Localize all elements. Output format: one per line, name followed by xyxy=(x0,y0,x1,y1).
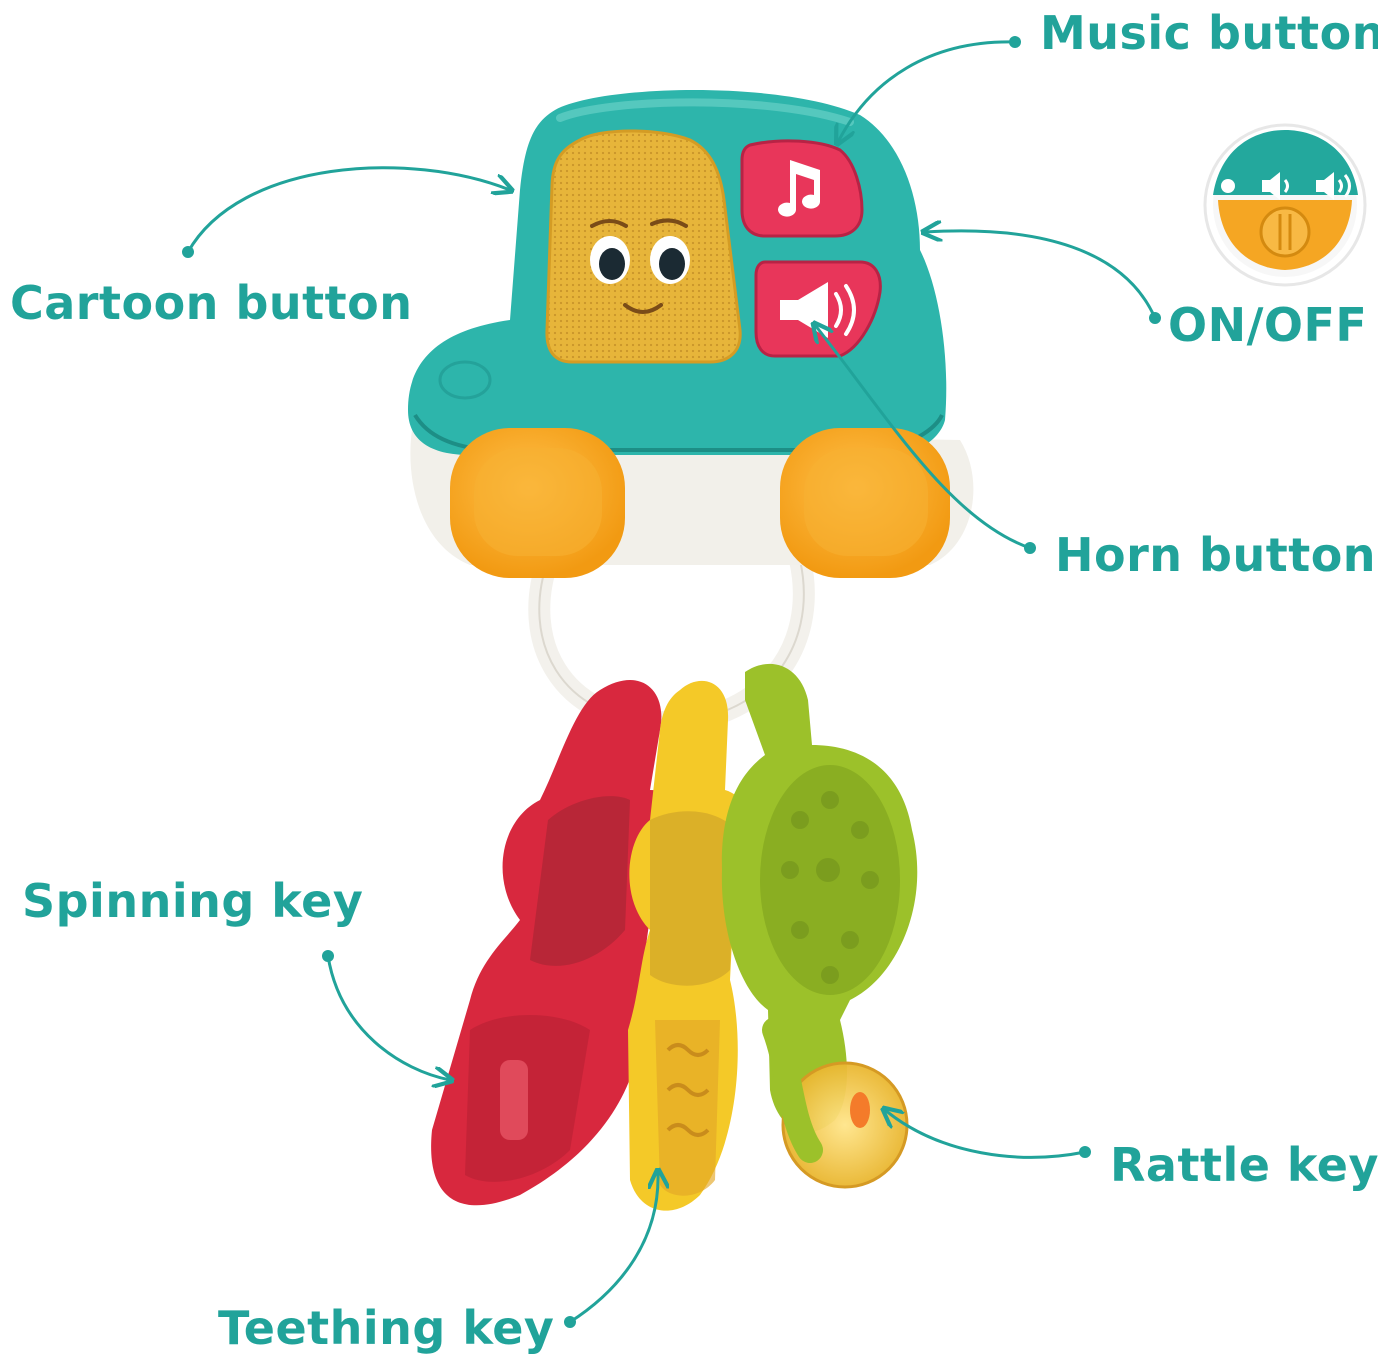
rattle-key xyxy=(721,663,918,1189)
volume-icon xyxy=(1262,172,1351,200)
rear-wheel xyxy=(780,428,950,578)
car-toy xyxy=(408,90,974,578)
rattle-key-label: Rattle key xyxy=(1110,1138,1378,1192)
cartoon-button-label: Cartoon button xyxy=(10,276,413,330)
teething-key-label: Teething key xyxy=(218,1301,555,1355)
cartoon-button xyxy=(545,129,742,364)
music-note-icon xyxy=(778,160,820,217)
callout-dots xyxy=(182,36,1161,1328)
on-off-inset xyxy=(1203,123,1367,287)
front-wheel xyxy=(450,428,625,578)
music-button xyxy=(740,139,864,238)
spinning-key xyxy=(431,679,681,1206)
power-switch-icon xyxy=(1259,206,1311,258)
spinning-key-label: Spinning key xyxy=(22,874,364,928)
horn-button-label: Horn button xyxy=(1055,528,1377,582)
music-button-label: Music button xyxy=(1040,6,1378,60)
callout-leaders xyxy=(186,40,1157,1324)
on-off-label: ON/OFF xyxy=(1168,298,1368,352)
teething-key xyxy=(628,680,753,1211)
